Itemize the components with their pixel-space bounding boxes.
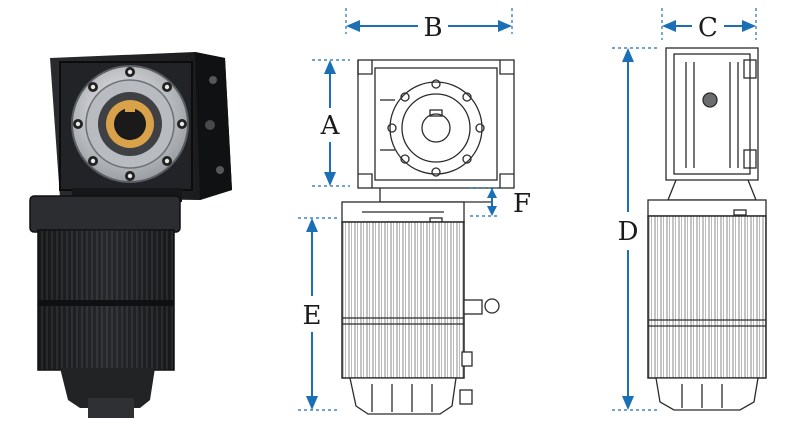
dimension-label-c: C — [698, 13, 718, 43]
output-flange — [71, 65, 189, 183]
gearmotor-photo — [29, 52, 232, 418]
front-view-drawing — [341, 59, 515, 415]
dimension-label-f: F — [513, 189, 531, 219]
dimension-f-arrow — [470, 187, 500, 217]
dimension-a-arrow — [312, 59, 350, 187]
dimension-c-arrow — [661, 8, 757, 40]
dimension-b-arrow — [345, 8, 513, 34]
dimension-lines — [298, 8, 757, 411]
dimension-label-a: A — [320, 111, 341, 141]
dimension-e-arrow — [298, 217, 338, 411]
dimension-d-arrow — [612, 47, 660, 411]
motor-body-photo — [37, 229, 175, 371]
dimension-label-e: E — [303, 301, 322, 331]
side-view-drawing — [647, 47, 767, 411]
dimension-label-b: B — [423, 13, 442, 43]
dimension-label-d: D — [618, 217, 639, 247]
